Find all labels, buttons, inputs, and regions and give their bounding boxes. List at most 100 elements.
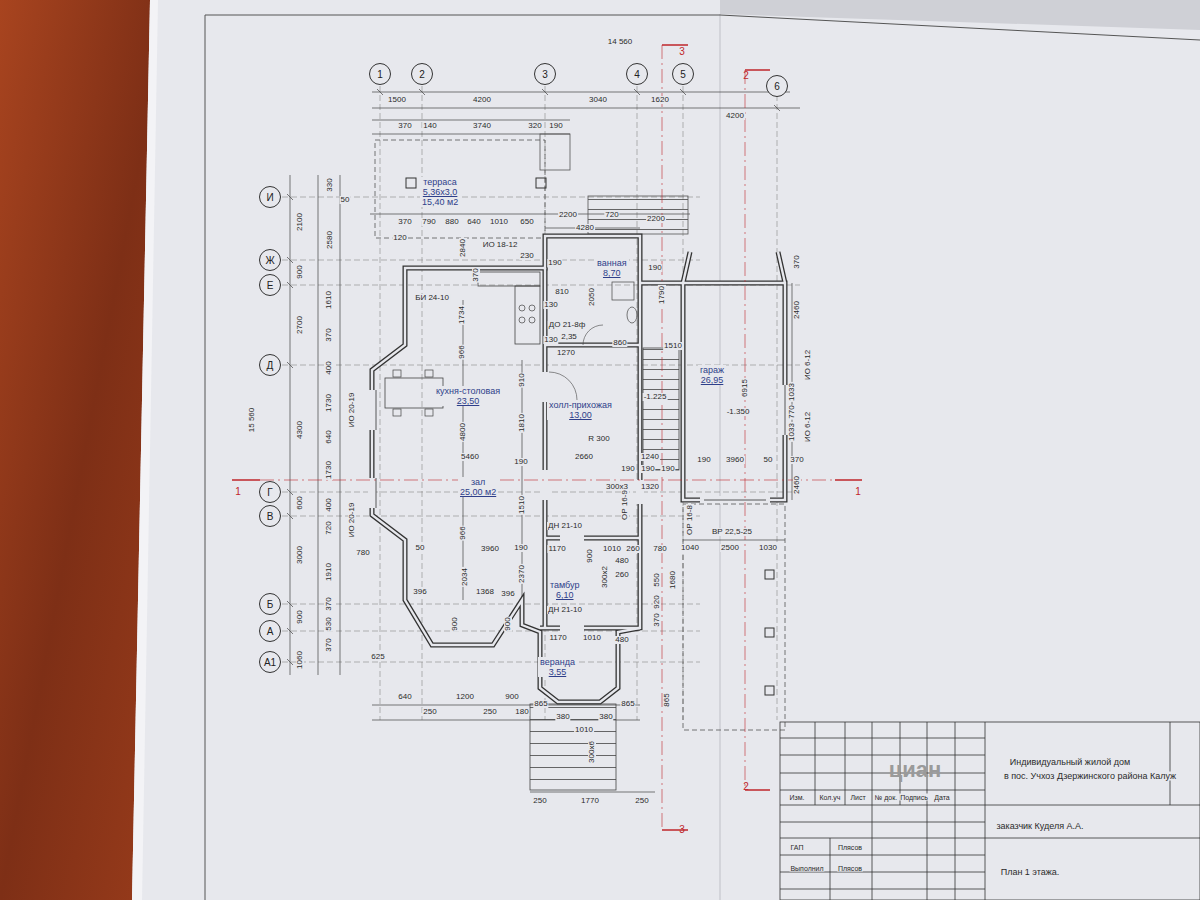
section-mark-number: 2 <box>742 71 750 81</box>
dimension-label: 2840 <box>459 238 467 258</box>
stairs <box>643 348 679 470</box>
dimension-label: 396 <box>412 588 427 596</box>
terrace-outline <box>375 140 545 238</box>
dimension-label: 250 <box>482 708 497 716</box>
dimension-label: 2200 <box>646 215 666 223</box>
dimension-label: 400 <box>325 497 333 512</box>
axis-mark: В <box>267 511 274 522</box>
dimension-label: 370 <box>325 637 333 652</box>
dimension-label: 640 <box>466 218 481 226</box>
room-area: 5,36х3,0 <box>422 187 458 197</box>
title-block-cell: Дата <box>933 794 951 801</box>
axis-mark: Е <box>267 280 274 291</box>
dimension-label: 370 <box>325 327 333 342</box>
dimension-label: 1060 <box>296 650 304 670</box>
title-block-cell: Кол.уч <box>819 794 842 801</box>
chair <box>425 370 433 377</box>
room-name: ванная <box>597 258 627 268</box>
dimension-label: 720 <box>325 520 333 535</box>
dimension-label: 625 <box>370 653 385 661</box>
dimension-label: 370 <box>653 612 661 627</box>
axis-bubble: Б <box>259 593 281 615</box>
dimension-label: 380 <box>555 713 570 721</box>
dimension-label: 2370 <box>518 564 526 584</box>
dimension-label: 260 <box>625 545 640 553</box>
dimension-label: 190 <box>696 456 711 464</box>
axis-bubble: А1 <box>259 651 281 673</box>
room-label: тамбур6,10 <box>548 580 581 600</box>
toilet <box>627 307 637 323</box>
dimension-label: 140 <box>422 122 437 130</box>
dimension-label: 400 <box>325 360 333 375</box>
dimension-label: 2,35 <box>560 333 578 341</box>
title-block-cell: Лист <box>849 794 866 801</box>
title-block-cell: Изм. <box>789 794 806 801</box>
section-mark-number: 1 <box>234 487 242 497</box>
title-block-text: в пос. Учхоз Дзержинского района Калуж <box>1003 772 1177 781</box>
dimension-label: 230 <box>519 252 534 260</box>
paper-sheet <box>132 0 1200 900</box>
dimension-label: 1610 <box>325 290 333 310</box>
dimension-label: 910 <box>518 372 526 387</box>
room-area: 13,00 <box>549 410 612 420</box>
dimension-label: -1.350 <box>726 408 751 416</box>
title-frame <box>780 722 1200 900</box>
title-block-cell: № док. <box>874 794 898 801</box>
axis-mark: 1 <box>377 69 383 80</box>
page-fold-line <box>719 14 721 900</box>
dimension-label: 2700 <box>296 315 304 335</box>
axis-bubble: Г <box>259 481 281 503</box>
axis-mark: А <box>267 626 274 637</box>
section-lines <box>232 45 862 830</box>
dimension-label: 260 <box>614 571 629 579</box>
dimension-label: 1810 <box>518 413 526 433</box>
axis-bubble: Ж <box>259 249 281 271</box>
dimension-label: 790 <box>421 218 436 226</box>
dimension-label: 1240 <box>640 453 660 461</box>
dimension-label: ИО 20-19 <box>348 392 356 429</box>
dimension-label: 370 <box>789 456 804 464</box>
dimension-label: 3960 <box>480 545 500 553</box>
dimension-label: 330 <box>326 177 334 192</box>
dimension-label: 190 <box>548 122 563 130</box>
hob <box>529 317 535 323</box>
axis-bubble: Е <box>259 274 281 296</box>
dimension-label: 1010 <box>574 726 594 734</box>
dimension-label: 900 <box>504 693 519 701</box>
dimension-label: 190 <box>547 259 562 267</box>
column <box>536 178 546 188</box>
title-block-text: Индивидуальный жилой дом <box>1009 758 1131 767</box>
room-area: 6,10 <box>550 590 579 600</box>
dimension-label: 810 <box>554 288 569 296</box>
door-opening <box>541 470 549 500</box>
dimension-label: 530 <box>325 616 333 631</box>
room-label: гараж26,95 <box>698 365 726 385</box>
dimension-label: 900 <box>504 616 512 631</box>
dimension-label: ОР 16-8 <box>686 504 694 536</box>
washbasin <box>612 282 634 300</box>
dimension-label: ИО 18-12 <box>482 241 519 249</box>
hob <box>519 305 525 311</box>
kitchen-counter <box>515 286 540 344</box>
chair <box>425 409 433 416</box>
room-name: терраса <box>422 177 458 187</box>
room-area: 8,70 <box>597 268 627 278</box>
dimension-label: 396 <box>500 590 515 598</box>
dimension-label: 370 <box>397 122 412 130</box>
axis-mark: Ж <box>265 255 274 266</box>
dimension-label: 3740 <box>472 122 492 130</box>
dimension-label: 2050 <box>588 287 596 307</box>
dimension-label: 480 <box>614 636 629 644</box>
dimension-label: 1790 <box>658 285 666 305</box>
dimension-label: 4280 <box>575 224 595 232</box>
exterior-wall <box>372 236 640 702</box>
column <box>406 178 416 188</box>
dimension-label: 880 <box>444 218 459 226</box>
dimension-label: 780 <box>652 545 667 553</box>
dimension-label: 2460 <box>793 300 801 320</box>
axis-bubble: 2 <box>411 63 433 85</box>
dimension-label: 4300 <box>296 420 304 440</box>
dimension-label: 3000 <box>296 545 304 565</box>
axis-bubble: Д <box>259 354 281 376</box>
door-opening <box>560 624 584 632</box>
